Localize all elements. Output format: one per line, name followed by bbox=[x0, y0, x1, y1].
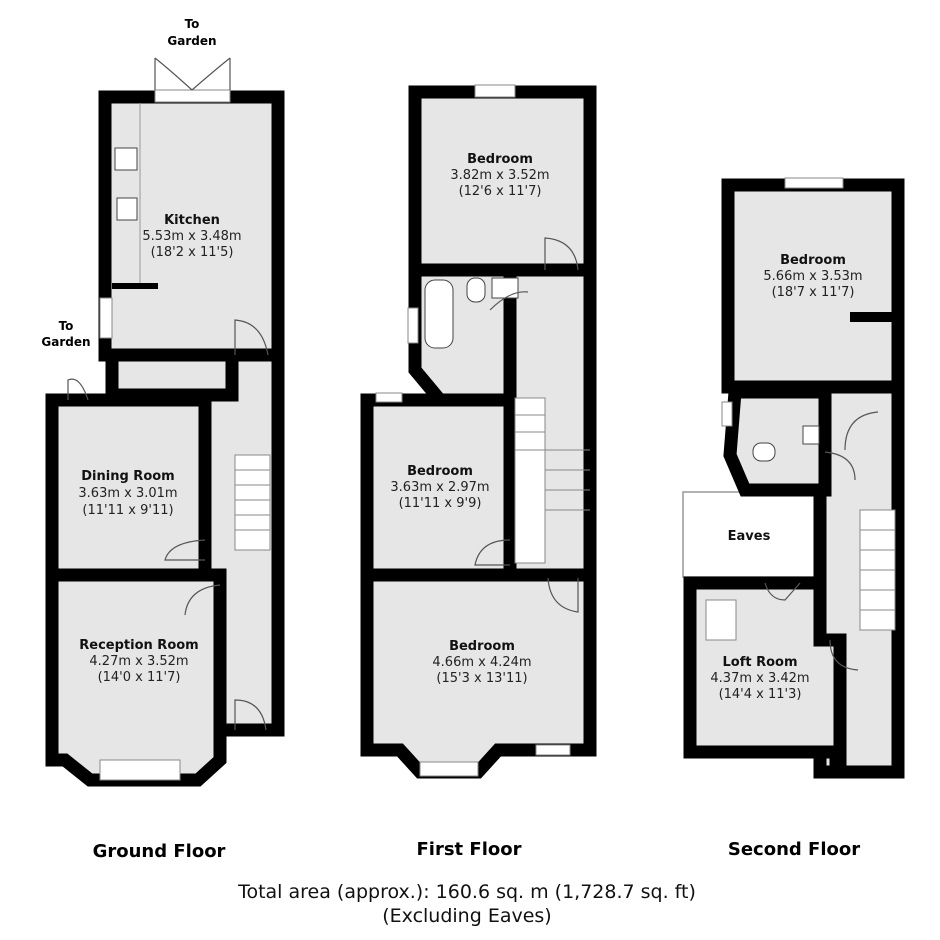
window bbox=[419, 761, 479, 777]
shower-door[interactable] bbox=[824, 451, 856, 481]
partition-wall bbox=[850, 312, 898, 322]
room-dimensions: 4.37m x 3.42m bbox=[710, 671, 809, 686]
room-dimensions: 3.63m x 2.97m bbox=[390, 480, 489, 495]
bedroom-middle-door[interactable] bbox=[474, 539, 511, 566]
room-dimensions: 4.66m x 4.24m bbox=[432, 655, 531, 670]
room-name: Bedroom bbox=[467, 152, 533, 167]
bedroom-door[interactable] bbox=[844, 411, 879, 451]
bath-icon bbox=[424, 279, 454, 349]
room-name: Loft Room bbox=[722, 655, 797, 670]
window bbox=[375, 392, 403, 403]
room-dimensions-imperial: (11'11 x 9'9) bbox=[399, 496, 482, 511]
window bbox=[721, 401, 733, 427]
room-name: Bedroom bbox=[407, 464, 473, 479]
sink-icon bbox=[116, 197, 138, 221]
window bbox=[784, 177, 844, 189]
wc-room bbox=[105, 348, 239, 402]
first-stairs bbox=[514, 397, 590, 564]
basin-icon bbox=[802, 425, 820, 445]
bedroom-top bbox=[721, 178, 905, 394]
kitchen-window bbox=[99, 297, 113, 339]
room-name: Bedroom bbox=[780, 253, 846, 268]
room-dimensions-imperial: (11'11 x 9'11) bbox=[82, 503, 173, 518]
second-floor-plan: Bedroom 5.66m x 3.53m (18'7 x 11'7) Eave… bbox=[682, 177, 905, 860]
to-garden-label: Garden bbox=[167, 34, 216, 48]
room-dimensions: 4.27m x 3.52m bbox=[89, 654, 188, 669]
bedroom-rear-door[interactable] bbox=[547, 577, 579, 613]
side-garden-door[interactable] bbox=[67, 378, 89, 401]
to-garden-label: To bbox=[59, 319, 74, 333]
bedroom-front-door[interactable] bbox=[544, 237, 579, 271]
window bbox=[474, 84, 516, 98]
room-dimensions-imperial: (14'0 x 11'7) bbox=[98, 670, 181, 685]
toilet-icon bbox=[466, 277, 486, 303]
room-dimensions: 3.63m x 3.01m bbox=[78, 486, 177, 501]
first-floor-plan: Bedroom 3.82m x 3.52m (12'6 x 11'7) Bedr… bbox=[360, 84, 597, 860]
to-garden-label: Garden bbox=[41, 335, 90, 349]
eaves-area bbox=[682, 491, 816, 578]
room-dimensions-imperial: (18'2 x 11'5) bbox=[151, 245, 234, 260]
basin-icon bbox=[491, 277, 519, 299]
room-dimensions-imperial: (18'7 x 11'7) bbox=[772, 285, 855, 300]
room-name: Kitchen bbox=[164, 213, 220, 228]
room-dimensions: 5.66m x 3.53m bbox=[763, 269, 862, 284]
room-name: Bedroom bbox=[449, 639, 515, 654]
front-door[interactable] bbox=[234, 699, 267, 731]
window bbox=[407, 307, 419, 344]
floor-label: Second Floor bbox=[728, 839, 860, 860]
room-dimensions-imperial: (15'3 x 13'11) bbox=[436, 671, 527, 686]
total-area: Total area (approx.): 160.6 sq. m (1,728… bbox=[237, 881, 696, 903]
ground-floor-plan: To Garden To Garden Kitchen 5.53m x 3.48… bbox=[41, 17, 285, 862]
bathroom-door[interactable] bbox=[489, 291, 529, 311]
floor-label: Ground Floor bbox=[93, 841, 226, 862]
garden-door-swing bbox=[154, 57, 231, 91]
hob-icon bbox=[114, 147, 138, 171]
dining-door[interactable] bbox=[164, 539, 206, 561]
kitchen-door[interactable] bbox=[234, 319, 269, 356]
garden-doors[interactable] bbox=[154, 89, 231, 103]
eaves-label: Eaves bbox=[728, 529, 771, 544]
loft-door[interactable] bbox=[829, 639, 859, 671]
ground-stairs bbox=[234, 454, 271, 551]
room-dimensions-imperial: (12'6 x 11'7) bbox=[459, 184, 542, 199]
shower-room bbox=[723, 385, 832, 497]
reception-window bbox=[99, 759, 181, 781]
room-dimensions-imperial: (14'4 x 11'3) bbox=[719, 687, 802, 702]
to-garden-label: To bbox=[185, 17, 200, 31]
toilet-icon bbox=[752, 442, 776, 462]
eaves-door[interactable] bbox=[764, 582, 801, 601]
total-area-note: (Excluding Eaves) bbox=[382, 905, 551, 927]
second-stairs bbox=[859, 509, 896, 631]
reception-door[interactable] bbox=[184, 584, 221, 616]
room-dimensions: 5.53m x 3.48m bbox=[142, 229, 241, 244]
floor-label: First Floor bbox=[416, 839, 521, 860]
skylight bbox=[705, 599, 737, 641]
partition-wall bbox=[112, 283, 158, 289]
window bbox=[535, 744, 571, 756]
room-name: Dining Room bbox=[81, 469, 174, 484]
room-dimensions: 3.82m x 3.52m bbox=[450, 168, 549, 183]
room-name: Reception Room bbox=[79, 638, 198, 653]
